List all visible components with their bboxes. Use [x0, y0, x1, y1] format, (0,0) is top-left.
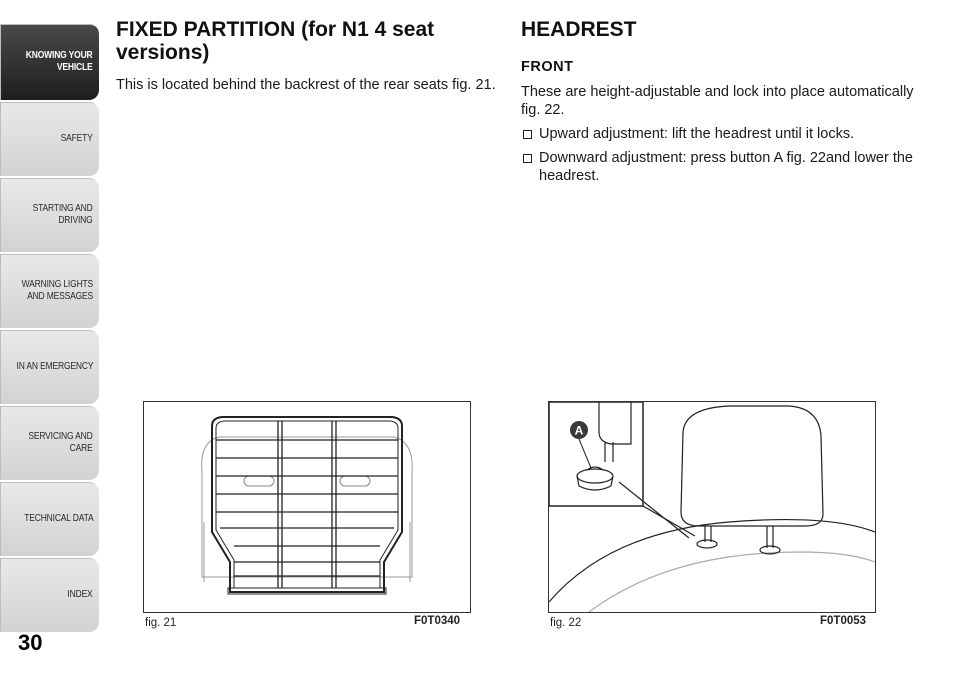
- figure-code: F0T0340: [414, 615, 461, 627]
- tab-label: INDEX: [67, 589, 93, 600]
- partition-grille-illustration: [201, 416, 413, 595]
- callout-a-icon: [570, 421, 588, 439]
- section-title: FIXED PARTITION (for N1 4 seat versions): [116, 18, 435, 64]
- tab-label: WARNING LIGHTS AND MESSAGES: [21, 279, 94, 302]
- figure-caption: fig. 21: [145, 617, 177, 629]
- section-body: These are height-adjustable and lock int…: [521, 84, 914, 118]
- list-item: Downward adjustment: press button A fig.…: [521, 149, 921, 185]
- list-item-text: Upward adjustment: lift the headrest unt…: [539, 126, 855, 142]
- tab-technical-data[interactable]: TECHNICAL DATA: [0, 482, 99, 556]
- instruction-list: Upward adjustment: lift the headrest unt…: [521, 125, 921, 185]
- checkbox-bullet-icon: [523, 130, 532, 139]
- figure-caption: fig. 22: [550, 617, 582, 629]
- tab-warning-lights[interactable]: WARNING LIGHTS AND MESSAGES: [0, 254, 99, 328]
- tab-starting-and-driving[interactable]: STARTING AND DRIVING: [0, 178, 99, 252]
- headrest-illustration: A: [548, 401, 876, 613]
- tab-label: STARTING AND DRIVING: [33, 203, 93, 226]
- section-subtitle: FRONT: [521, 59, 574, 75]
- checkbox-bullet-icon: [523, 154, 532, 163]
- tab-safety[interactable]: SAFETY: [0, 102, 99, 176]
- tab-index[interactable]: INDEX: [0, 558, 99, 632]
- headrest-section: HEADREST FRONT These are height-adjustab…: [521, 18, 921, 191]
- section-title: HEADREST: [521, 18, 637, 41]
- figure-21-partition: [143, 401, 471, 613]
- list-item-text: Downward adjustment: press button A fig.…: [539, 150, 913, 184]
- callout-a-label: A: [575, 424, 584, 438]
- tab-label: SERVICING AND CARE: [28, 431, 93, 454]
- tab-label: IN AN EMERGENCY: [16, 361, 93, 372]
- tab-servicing-and-care[interactable]: SERVICING AND CARE: [0, 406, 99, 480]
- tab-label: TECHNICAL DATA: [23, 513, 93, 524]
- figure-22-headrest: A: [548, 401, 876, 613]
- list-item: Upward adjustment: lift the headrest unt…: [521, 125, 921, 143]
- figure-code: F0T0053: [820, 615, 867, 627]
- tab-in-an-emergency[interactable]: IN AN EMERGENCY: [0, 330, 99, 404]
- tab-knowing-your-vehicle[interactable]: KNOWING YOUR VEHICLE: [0, 24, 99, 100]
- fixed-partition-section: FIXED PARTITION (for N1 4 seat versions)…: [116, 18, 496, 94]
- section-body: This is located behind the backrest of t…: [116, 77, 496, 93]
- tab-label: KNOWING YOUR VEHICLE: [26, 50, 93, 73]
- page-number: 30: [18, 630, 43, 655]
- tab-label: SAFETY: [60, 133, 93, 144]
